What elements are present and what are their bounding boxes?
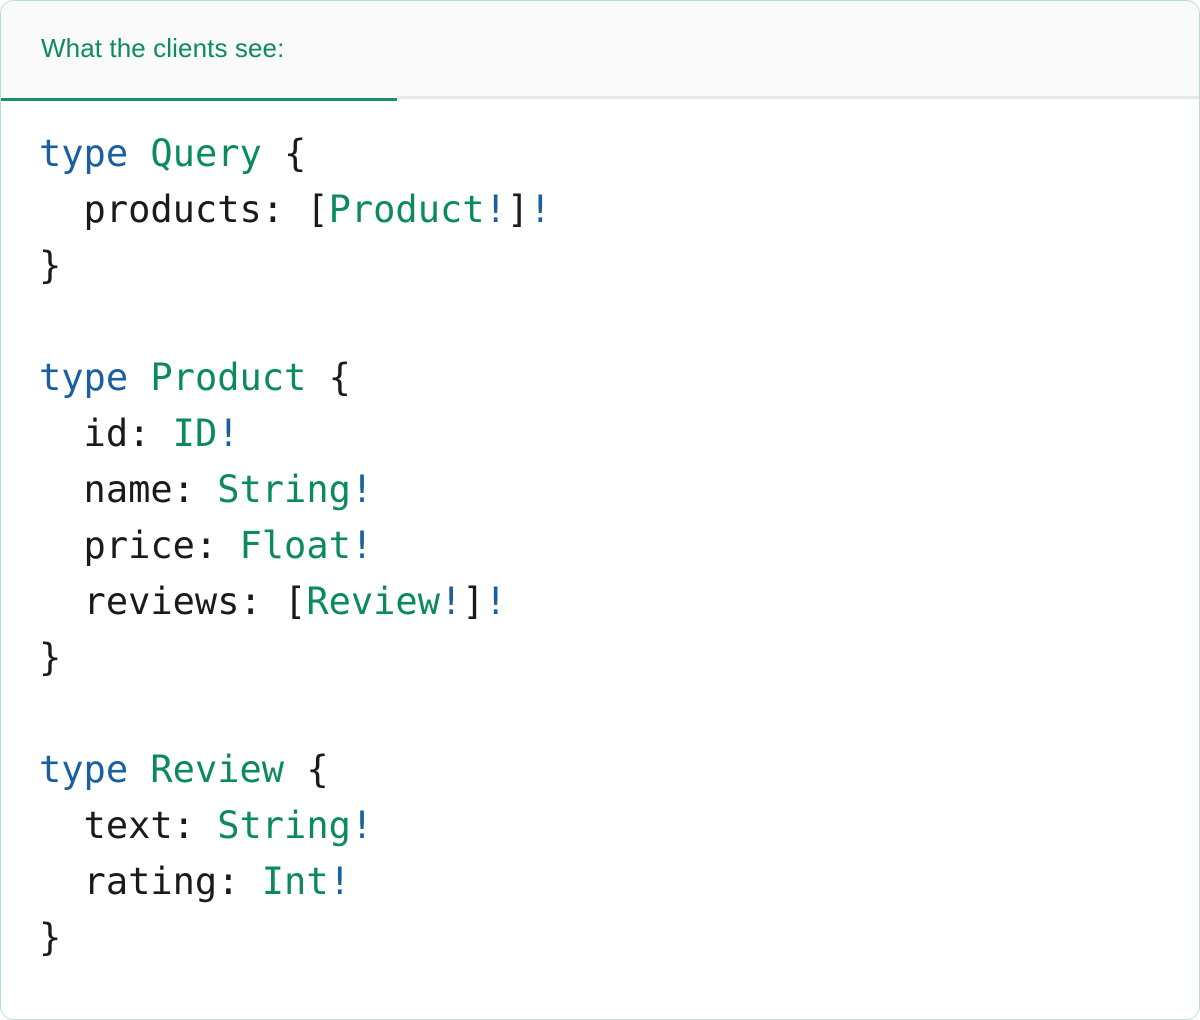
code-token-type: Int bbox=[261, 860, 329, 903]
code-token-field: id bbox=[39, 412, 129, 455]
code-line: } bbox=[39, 910, 1199, 966]
code-token-punc bbox=[128, 748, 150, 791]
code-line bbox=[39, 686, 1199, 742]
code-token-punc: { bbox=[261, 132, 307, 175]
code-token-field: products bbox=[39, 188, 262, 231]
code-token-punc: : bbox=[172, 804, 218, 847]
code-line: id: ID! bbox=[39, 406, 1199, 462]
code-line: rating: Int! bbox=[39, 854, 1199, 910]
code-token-kw: type bbox=[39, 748, 129, 791]
code-token-bang: ! bbox=[350, 468, 374, 511]
code-line: price: Float! bbox=[39, 518, 1199, 574]
code-line: text: String! bbox=[39, 798, 1199, 854]
code-line: name: String! bbox=[39, 462, 1199, 518]
code-token-field: rating bbox=[39, 860, 218, 903]
code-token-type: Product bbox=[150, 356, 307, 399]
code-token-punc: } bbox=[39, 244, 62, 287]
code-token-bang: ! bbox=[328, 860, 351, 903]
code-token-field: reviews bbox=[39, 580, 240, 623]
code-line bbox=[39, 294, 1199, 350]
code-token-bang: ! bbox=[484, 580, 507, 623]
code-line: products: [Product!]! bbox=[39, 182, 1199, 238]
code-pane[interactable]: type Query { products: [Product!]!} type… bbox=[1, 99, 1199, 1018]
code-token-bang: ! bbox=[350, 524, 374, 567]
code-token-bang: ! bbox=[484, 188, 507, 231]
code-token-bang: ! bbox=[217, 412, 240, 455]
code-token-kw: type bbox=[39, 356, 129, 399]
code-line: type Product { bbox=[39, 350, 1199, 406]
code-line: } bbox=[39, 238, 1199, 294]
code-token-type: String bbox=[217, 468, 351, 511]
code-token-punc: : bbox=[128, 412, 173, 455]
code-token-field: name bbox=[39, 468, 173, 511]
code-token-type: Query bbox=[150, 132, 262, 175]
code-token-punc: } bbox=[39, 916, 62, 959]
code-line: type Review { bbox=[39, 742, 1199, 798]
graphql-schema-code[interactable]: type Query { products: [Product!]!} type… bbox=[39, 126, 1199, 966]
code-token-punc: : bbox=[172, 468, 218, 511]
code-token-field: text bbox=[39, 804, 173, 847]
code-line: type Query { bbox=[39, 126, 1199, 182]
code-token-type: Review bbox=[150, 748, 285, 791]
code-token-kw: type bbox=[39, 132, 129, 175]
code-token-punc: ] bbox=[506, 188, 530, 231]
code-token-punc bbox=[128, 132, 150, 175]
code-token-type: ID bbox=[172, 412, 218, 455]
code-token-type: String bbox=[217, 804, 351, 847]
code-token-punc: { bbox=[284, 748, 329, 791]
code-token-punc: : [ bbox=[239, 580, 307, 623]
code-token-type: Float bbox=[239, 524, 351, 567]
code-line: } bbox=[39, 630, 1199, 686]
code-token-punc: { bbox=[306, 356, 351, 399]
code-token-punc: : [ bbox=[261, 188, 329, 231]
code-token-type: Review bbox=[306, 580, 440, 623]
code-line: reviews: [Review!]! bbox=[39, 574, 1199, 630]
code-token-punc: ] bbox=[462, 580, 485, 623]
code-token-punc: : bbox=[194, 524, 240, 567]
tab-what-the-clients-see[interactable]: What the clients see: bbox=[1, 1, 397, 101]
code-token-punc bbox=[128, 356, 150, 399]
code-token-bang: ! bbox=[350, 804, 374, 847]
tab-label: What the clients see: bbox=[41, 33, 285, 63]
code-token-field: price bbox=[39, 524, 195, 567]
code-token-type: Product bbox=[328, 188, 485, 231]
code-token-punc: : bbox=[217, 860, 262, 903]
code-token-bang: ! bbox=[439, 580, 463, 623]
code-token-bang: ! bbox=[529, 188, 552, 231]
code-token-punc: } bbox=[39, 636, 62, 679]
tab-bar: What the clients see: bbox=[1, 1, 1199, 101]
